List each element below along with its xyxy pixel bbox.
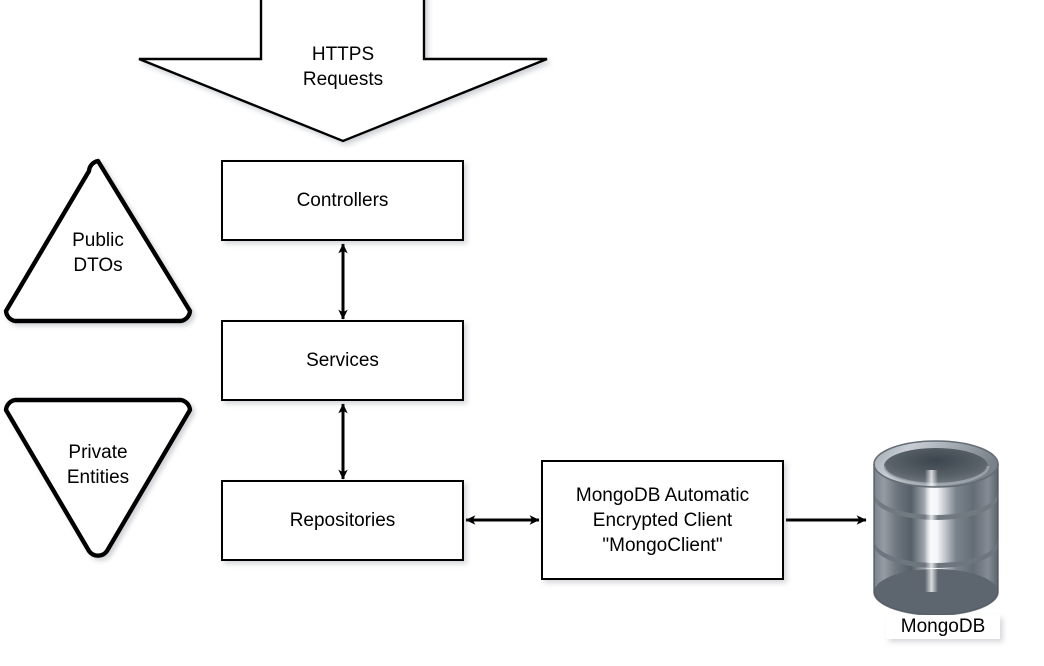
- services-label: Services: [306, 350, 379, 371]
- mongo-client-box[interactable]: MongoDB Automatic Encrypted Client "Mong…: [541, 460, 784, 580]
- repositories-label: Repositories: [289, 510, 396, 531]
- public-dtos-triangle-shape: [3, 158, 193, 324]
- services-box[interactable]: Services: [221, 320, 464, 401]
- https-requests-arrow-shape: [138, 0, 548, 143]
- repositories-box[interactable]: Repositories: [221, 480, 464, 561]
- mongodb-cylinder-icon: [873, 440, 999, 616]
- private-entities-triangle-shape: [3, 397, 193, 558]
- controllers-box[interactable]: Controllers: [221, 160, 464, 241]
- controllers-label: Controllers: [296, 190, 389, 211]
- mongo-client-label: MongoDB Automatic Encrypted Client "Mong…: [575, 484, 750, 556]
- mongodb-label: MongoDB: [886, 615, 1000, 639]
